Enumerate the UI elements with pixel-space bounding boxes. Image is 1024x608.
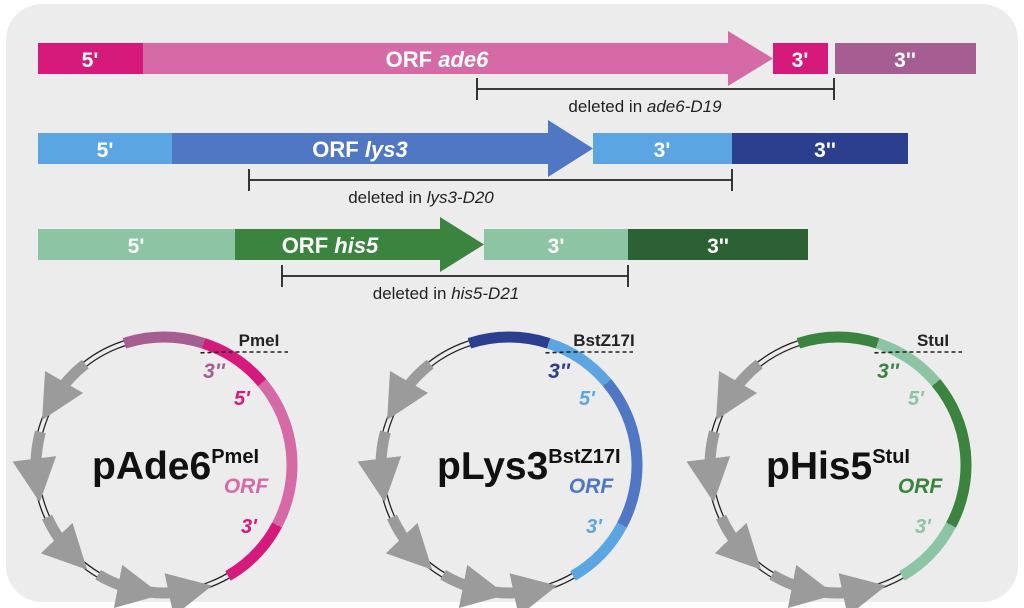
plasmid-segment-label-p5: 5' [579, 388, 596, 410]
plasmid-ade6: PmeI 3'' 5' ORF 3' pAde6PmeI [12, 331, 298, 608]
his5-3doubleprime-segment [628, 229, 808, 260]
plasmid-segment-label-orf: ORF [569, 475, 615, 498]
plasmid-insert-segment [875, 338, 941, 387]
plasmid-backbone-arrow [387, 359, 434, 421]
plasmid-backbone-arrow [357, 430, 402, 503]
his5-3prime-label: 3' [548, 235, 565, 258]
his5-orf-label: ORF his5 [282, 233, 379, 258]
lys3-5prime-segment [38, 133, 172, 164]
ade6-3doubleprime-segment [835, 43, 976, 74]
restriction-site-label: PmeI [239, 331, 280, 350]
plasmid-backbone-arrow [716, 359, 763, 421]
plasmid-insert-segment [546, 338, 612, 387]
plasmid-insert-segment [899, 522, 956, 581]
plasmid-backbone-arrow [12, 430, 57, 503]
his5-5prime-segment [38, 229, 235, 260]
his5-orf-arrow [235, 217, 484, 272]
plasmid-segment-label-p3pp: 3'' [203, 360, 226, 383]
lys3-3prime-label: 3' [654, 139, 671, 162]
lys3-deletion-bracket [248, 169, 733, 191]
his5-deletion-label: deleted in his5-D21 [373, 284, 520, 303]
plasmid-insert-segment [796, 331, 880, 349]
plasmid-segment-label-p3: 3' [915, 516, 932, 538]
ade6-5prime-label: 5' [82, 49, 99, 72]
restriction-site-label: BstZ17I [573, 331, 634, 350]
plasmid-segment-label-orf: ORF [224, 475, 270, 498]
plasmid-backbone-arrow [42, 359, 89, 421]
ade6-orf-arrow [143, 31, 773, 86]
plasmid-insert-segment [225, 522, 282, 581]
gene-row-his5: 5' ORF his5 3' 3'' deleted in his5-D21 [38, 217, 808, 303]
plasmid-backbone-arrow [821, 573, 887, 608]
plasmid-segment-label-p3: 3' [586, 516, 603, 538]
plasmid-insert-segment [570, 522, 627, 581]
his5-3prime-segment [484, 229, 628, 260]
plasmid-name: pLys3BstZ17I [437, 445, 621, 488]
gene-row-lys3: 5' ORF lys3 3' 3'' deleted in lys3-D20 [38, 120, 908, 207]
lys3-5prime-label: 5' [97, 139, 114, 162]
plasmid-his5: StuI 3'' 5' ORF 3' pHis5StuI [686, 331, 972, 608]
his5-3doubleprime-label: 3'' [707, 235, 729, 258]
lys3-orf-arrow [172, 120, 593, 177]
background-panel [6, 4, 1018, 602]
his5-5prime-label: 5' [128, 235, 145, 258]
plasmid-backbone-arrow [714, 514, 762, 570]
gene-row-ade6: 5' ORF ade6 3' 3'' deleted in ade6-D19 [38, 31, 976, 116]
restriction-site-marker [874, 351, 962, 354]
plasmid-backbone-arrow [385, 514, 433, 570]
plasmid-segment-label-p5: 5' [234, 388, 251, 410]
ade6-5prime-segment [38, 43, 143, 74]
plasmid-backbone-arrow [440, 564, 507, 608]
lys3-orf-label: ORF lys3 [312, 137, 407, 162]
plasmid-backbone-arrow [686, 430, 731, 503]
restriction-site-marker [545, 351, 633, 354]
ade6-3doubleprime-label: 3'' [894, 49, 916, 72]
restriction-site-marker [200, 351, 288, 354]
plasmid-backbone-arrow [40, 514, 88, 570]
ade6-3prime-segment [773, 43, 828, 74]
plasmid-backbone-arrow [147, 573, 213, 608]
plasmid-insert-segment [931, 379, 972, 528]
ade6-3prime-label: 3' [792, 49, 809, 72]
lys3-3doubleprime-label: 3'' [814, 139, 836, 162]
ade6-orf-label: ORF ade6 [386, 47, 489, 72]
plasmid-insert-segment [257, 379, 298, 528]
plasmid-insert-segment [122, 331, 206, 349]
plasmid-maps: PmeI3''5'ORF3'pAde6PmeIBstZ17I3''5'ORF3'… [12, 331, 972, 608]
plasmid-name: pAde6PmeI [92, 445, 259, 488]
lys3-deletion-label: deleted in lys3-D20 [348, 188, 494, 207]
plasmid-insert-segment [201, 338, 267, 387]
plasmid-segment-label-p5: 5' [908, 388, 925, 410]
plasmid-insert-segment [467, 331, 551, 349]
lys3-3doubleprime-segment [732, 133, 908, 164]
ade6-deletion-bracket [476, 78, 835, 100]
plasmid-name: pHis5StuI [766, 445, 910, 488]
ade6-deletion-label: deleted in ade6-D19 [568, 97, 722, 116]
plasmid-backbone-arrow [769, 564, 836, 608]
plasmid-segment-label-p3pp: 3'' [877, 360, 900, 383]
plasmid-backbone-arrow [492, 573, 558, 608]
lys3-3prime-segment [593, 133, 732, 164]
his5-deletion-bracket [281, 265, 629, 287]
plasmid-segment-label-p3: 3' [241, 516, 258, 538]
restriction-site-label: StuI [917, 331, 949, 350]
plasmid-insert-segment [602, 379, 643, 528]
plasmid-segment-label-p3pp: 3'' [548, 360, 571, 383]
plasmid-segment-label-orf: ORF [898, 475, 944, 498]
plasmid-backbone-arrow [95, 564, 162, 608]
